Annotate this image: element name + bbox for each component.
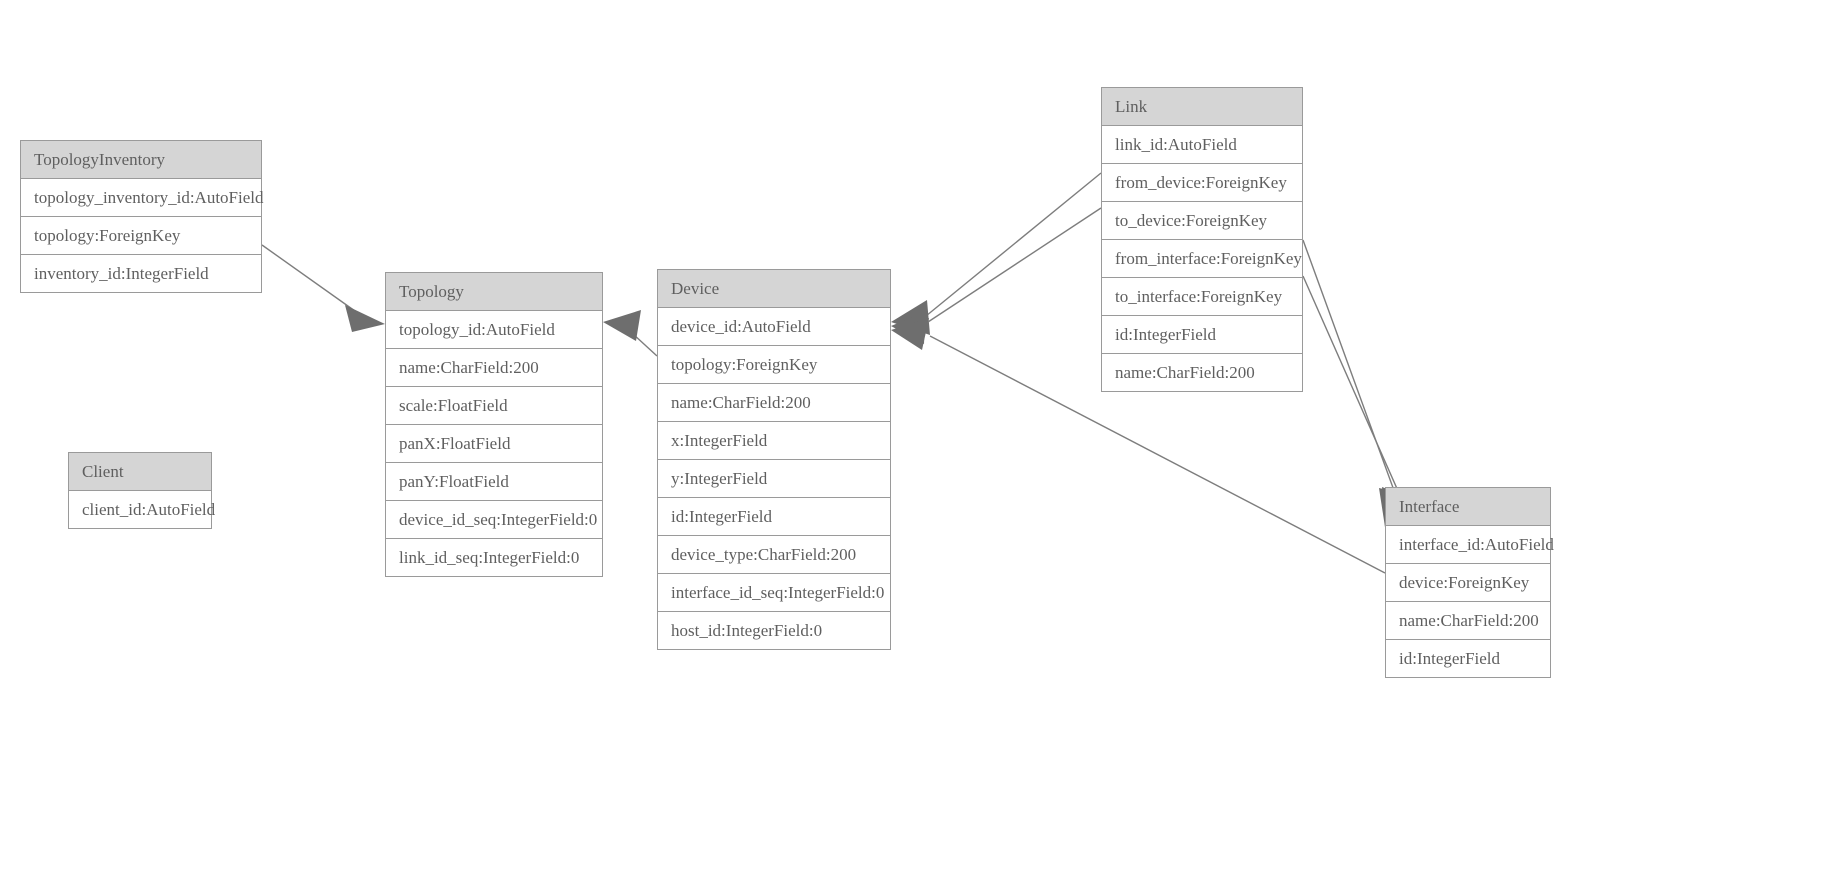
entity-attributes: link_id:AutoField from_device:ForeignKey… (1102, 126, 1302, 391)
entity-interface[interactable]: Interface interface_id:AutoField device:… (1385, 487, 1554, 678)
entity-topologyinventory[interactable]: TopologyInventory topology_inventory_id:… (20, 140, 264, 293)
edge-link-to-device-to-device (891, 207, 1102, 344)
entity-title-topology: Topology (386, 273, 602, 311)
entity-topology[interactable]: Topology topology_id:AutoField name:Char… (385, 272, 603, 577)
entity-attributes: interface_id:AutoField device:ForeignKey… (1386, 526, 1554, 677)
entity-attributes: client_id:AutoField (69, 491, 216, 528)
attribute-row: to_interface:ForeignKey (1102, 278, 1302, 316)
attribute-row: scale:FloatField (386, 387, 602, 425)
attribute-row: name:CharField:200 (658, 384, 890, 422)
attribute-row: name:CharField:200 (386, 349, 602, 387)
entity-title-topologyinventory: TopologyInventory (21, 141, 261, 179)
attribute-row: panX:FloatField (386, 425, 602, 463)
attribute-row: topology:ForeignKey (658, 346, 890, 384)
attribute-row: interface_id_seq:IntegerField:0 (658, 574, 890, 612)
entity-attributes: device_id:AutoField topology:ForeignKey … (658, 308, 890, 649)
attribute-row: link_id_seq:IntegerField:0 (399, 548, 580, 567)
attribute-row: id:IntegerField (658, 498, 890, 536)
attribute-row: inventory_id:IntegerField (34, 264, 209, 283)
attribute-row: panY:FloatField (386, 463, 602, 501)
entity-link[interactable]: Link link_id:AutoField from_device:Forei… (1101, 87, 1303, 392)
attribute-row: device_id_seq:IntegerField:0 (386, 501, 602, 539)
edge-link-from-interface-to-interface (1302, 239, 1409, 527)
entity-device[interactable]: Device device_id:AutoField topology:Fore… (657, 269, 891, 650)
attribute-row: name:CharField:200 (1386, 602, 1550, 640)
entity-title-client: Client (69, 453, 211, 491)
attribute-row: device_type:CharField:200 (658, 536, 890, 574)
attribute-row: host_id:IntegerField:0 (671, 621, 823, 640)
attribute-row: from_device:ForeignKey (1102, 164, 1302, 202)
entity-attributes: topology_inventory_id:AutoField topology… (21, 179, 264, 292)
attribute-row: topology_id:AutoField (386, 311, 602, 349)
attribute-row: id:IntegerField (1102, 316, 1302, 354)
entity-title-device: Device (658, 270, 890, 308)
entity-attributes: topology_id:AutoField name:CharField:200… (386, 311, 602, 576)
attribute-row: topology_inventory_id:AutoField (21, 179, 264, 217)
entity-title-link: Link (1102, 88, 1302, 126)
attribute-row: id:IntegerField (1399, 649, 1501, 668)
attribute-row: y:IntegerField (658, 460, 890, 498)
entity-client[interactable]: Client client_id:AutoField (68, 452, 216, 529)
attribute-row: interface_id:AutoField (1386, 526, 1554, 564)
entity-title-interface: Interface (1386, 488, 1550, 526)
attribute-row: x:IntegerField (658, 422, 890, 460)
attribute-row: device_id:AutoField (658, 308, 890, 346)
edge-topologyinventory-to-topology (261, 244, 385, 332)
attribute-row: client_id:AutoField (82, 500, 216, 519)
attribute-row: topology:ForeignKey (21, 217, 261, 255)
attribute-row: to_device:ForeignKey (1102, 202, 1302, 240)
attribute-row: from_interface:ForeignKey (1102, 240, 1302, 278)
attribute-row: name:CharField:200 (1115, 363, 1255, 382)
edge-device-to-topology (603, 310, 658, 357)
edge-link-from-device-to-device (891, 172, 1102, 335)
attribute-row: device:ForeignKey (1386, 564, 1550, 602)
attribute-row: link_id:AutoField (1102, 126, 1302, 164)
